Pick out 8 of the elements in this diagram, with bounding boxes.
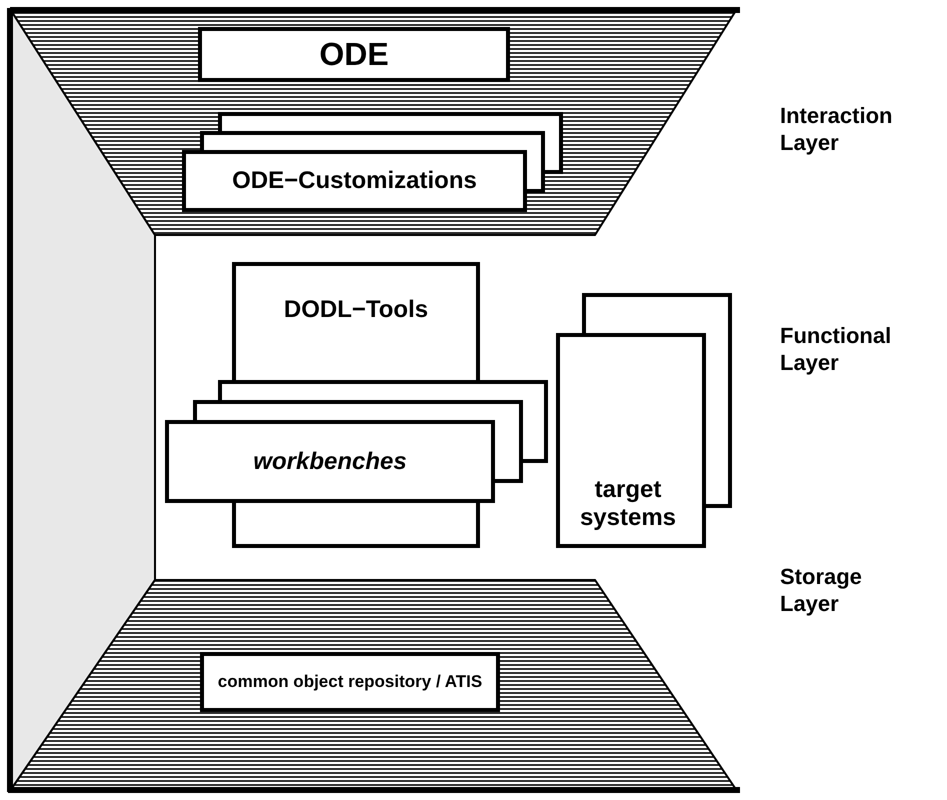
component-box: common object repository / ATIS bbox=[200, 652, 500, 712]
component-box: target systems bbox=[556, 333, 706, 548]
layer-label: Functional Layer bbox=[780, 322, 892, 376]
component-box: ODE bbox=[198, 27, 510, 82]
component-box: ODE−Customizations bbox=[182, 150, 527, 212]
layer-label: Interaction Layer bbox=[780, 102, 894, 156]
layer-label: Storage Layer bbox=[780, 563, 863, 617]
component-box: workbenches bbox=[165, 420, 495, 503]
